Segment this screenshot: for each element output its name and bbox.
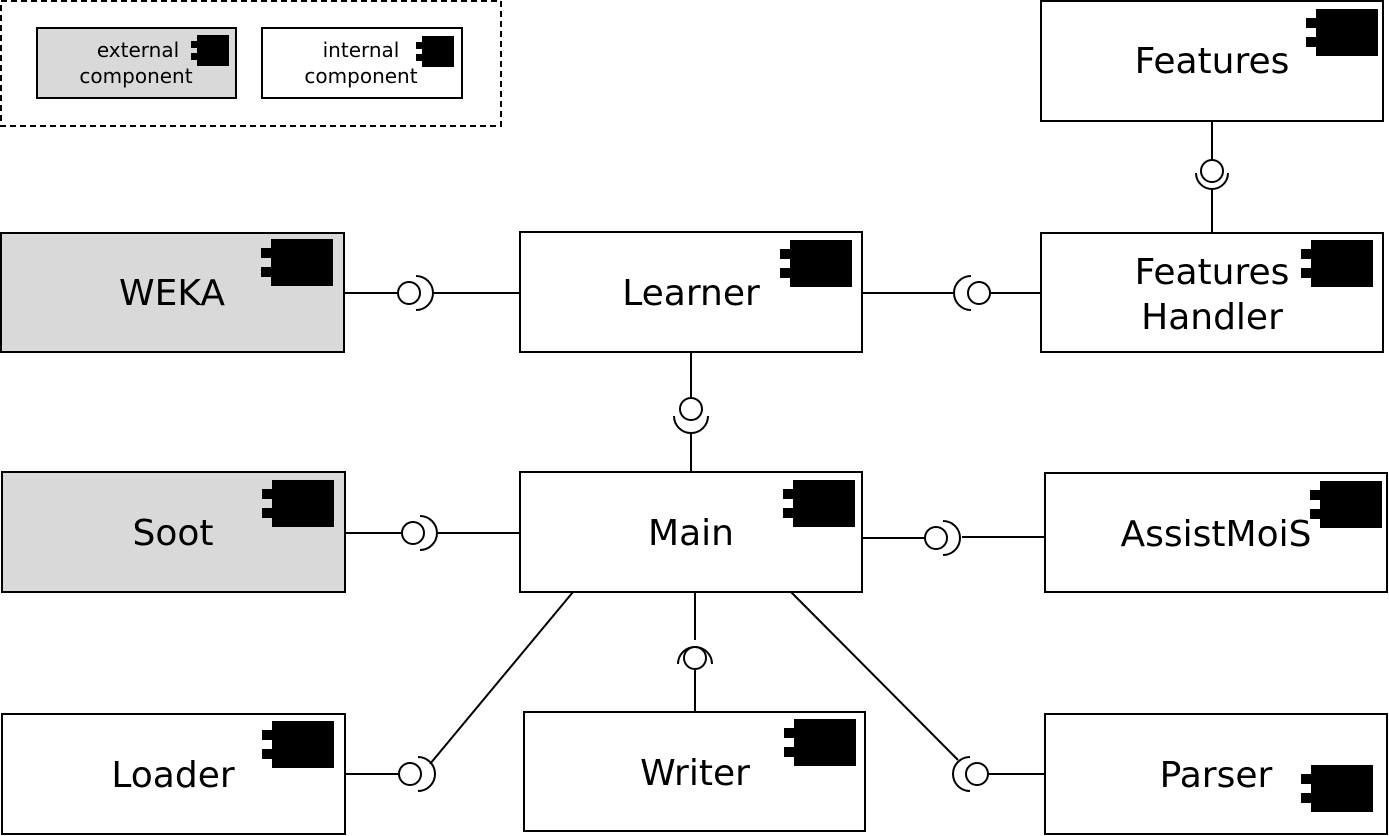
component-writer: Writer — [523, 711, 866, 832]
required-interface-socket — [417, 756, 436, 792]
provided-interface-ball — [683, 646, 707, 670]
component-label: Loader — [111, 755, 235, 796]
component-parser: Parser — [1044, 713, 1388, 835]
connector-line — [790, 591, 959, 761]
component-label: AssistMoiS — [1121, 514, 1312, 555]
component-label-line1: Features — [1135, 252, 1290, 293]
component-label-line2: Handler — [1141, 297, 1283, 338]
component-icon — [783, 480, 855, 527]
required-interface-socket — [942, 520, 961, 556]
component-features: Features — [1040, 0, 1384, 122]
component-icon — [261, 239, 333, 286]
component-label: Features — [1135, 41, 1290, 82]
legend-internal-label-2: component — [304, 64, 417, 88]
legend: external component internal component — [0, 0, 502, 127]
component-icon — [780, 240, 852, 287]
component-label: Soot — [132, 513, 213, 554]
component-soot: Soot — [1, 471, 346, 593]
required-interface-socket — [953, 275, 972, 311]
legend-external-label-1: external — [97, 38, 179, 62]
component-label: WEKA — [119, 273, 225, 314]
required-interface-socket — [415, 275, 434, 311]
component-icon — [1301, 765, 1373, 812]
component-weka: WEKA — [0, 232, 345, 353]
provided-interface-ball — [965, 762, 989, 786]
required-interface-socket — [952, 756, 971, 792]
component-assistmois: AssistMoiS — [1044, 472, 1388, 593]
component-icon — [1301, 240, 1373, 287]
component-icon — [262, 480, 334, 527]
component-icon — [1310, 481, 1382, 528]
provided-interface-ball — [679, 397, 703, 421]
component-label: Main — [648, 513, 734, 554]
component-label: Writer — [640, 753, 750, 794]
component-main: Main — [519, 471, 863, 593]
connector-line — [429, 591, 574, 765]
component-icon — [262, 721, 334, 768]
required-interface-socket — [673, 415, 709, 434]
legend-external-label-2: component — [79, 64, 192, 88]
component-icon — [1306, 9, 1378, 56]
required-interface-socket — [419, 515, 438, 551]
component-icon — [784, 719, 856, 766]
provided-interface-ball — [1200, 159, 1224, 183]
provided-interface-ball — [924, 526, 948, 550]
component-features-handler: Features Handler — [1040, 232, 1384, 353]
component-label: Learner — [622, 273, 760, 314]
component-learner: Learner — [519, 231, 863, 353]
component-loader: Loader — [1, 713, 346, 835]
legend-frame — [0, 0, 502, 127]
component-label: Parser — [1160, 755, 1273, 796]
provided-interface-ball — [967, 281, 991, 305]
connectors — [344, 121, 1229, 792]
required-interface-socket — [677, 646, 713, 665]
provided-interface-ball — [397, 281, 421, 305]
provided-interface-ball — [401, 521, 425, 545]
legend-internal-label-1: internal — [323, 38, 400, 62]
provided-interface-ball — [398, 762, 422, 786]
